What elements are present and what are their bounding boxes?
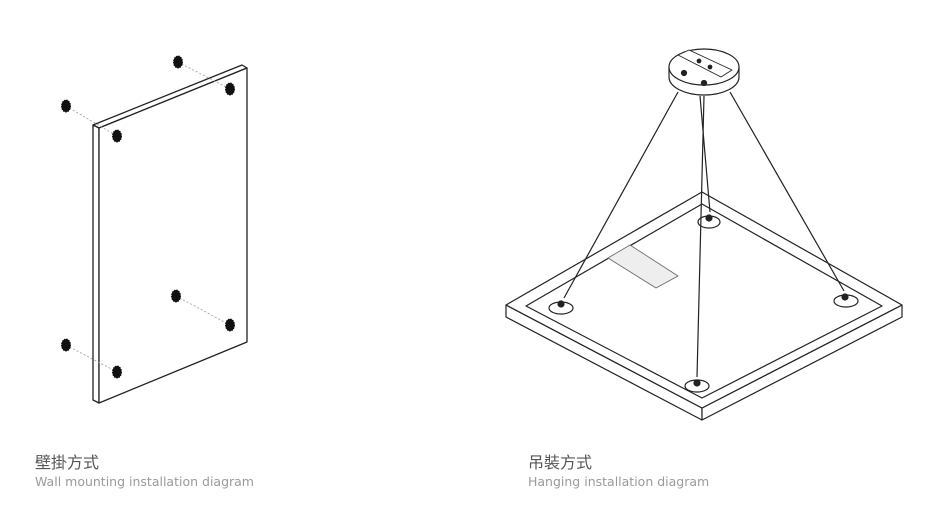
screw-icon xyxy=(225,318,235,332)
panel-front-face xyxy=(98,67,248,404)
screw-icon xyxy=(61,338,71,352)
hanging-caption: 吊裝方式 Hanging installation diagram xyxy=(528,453,709,490)
dashed-guides xyxy=(65,61,231,373)
screw-icon xyxy=(171,289,181,303)
wall-mount-subtitle: Wall mounting installation diagram xyxy=(35,474,254,489)
screw-icon xyxy=(225,82,235,96)
hanging-diagram xyxy=(505,48,903,421)
product-label xyxy=(607,244,679,289)
screw-icon xyxy=(112,365,122,379)
screw-icon xyxy=(173,55,183,69)
hanging-title: 吊裝方式 xyxy=(528,453,593,472)
hanging-subtitle: Hanging installation diagram xyxy=(528,474,710,489)
hook-bases xyxy=(548,214,859,393)
wall-mount-title: 壁掛方式 xyxy=(35,453,100,472)
screw-icon xyxy=(61,99,71,113)
wall-mount-caption: 壁掛方式 Wall mounting installation diagram xyxy=(35,453,254,490)
wall-mount-diagram xyxy=(61,55,248,404)
suspension-cables xyxy=(563,91,845,378)
mounting-screws xyxy=(61,55,235,379)
ceiling-canopy xyxy=(668,48,740,96)
panel-side-edge xyxy=(92,124,100,404)
panel-inner xyxy=(525,203,883,399)
screw-icon xyxy=(112,129,122,143)
